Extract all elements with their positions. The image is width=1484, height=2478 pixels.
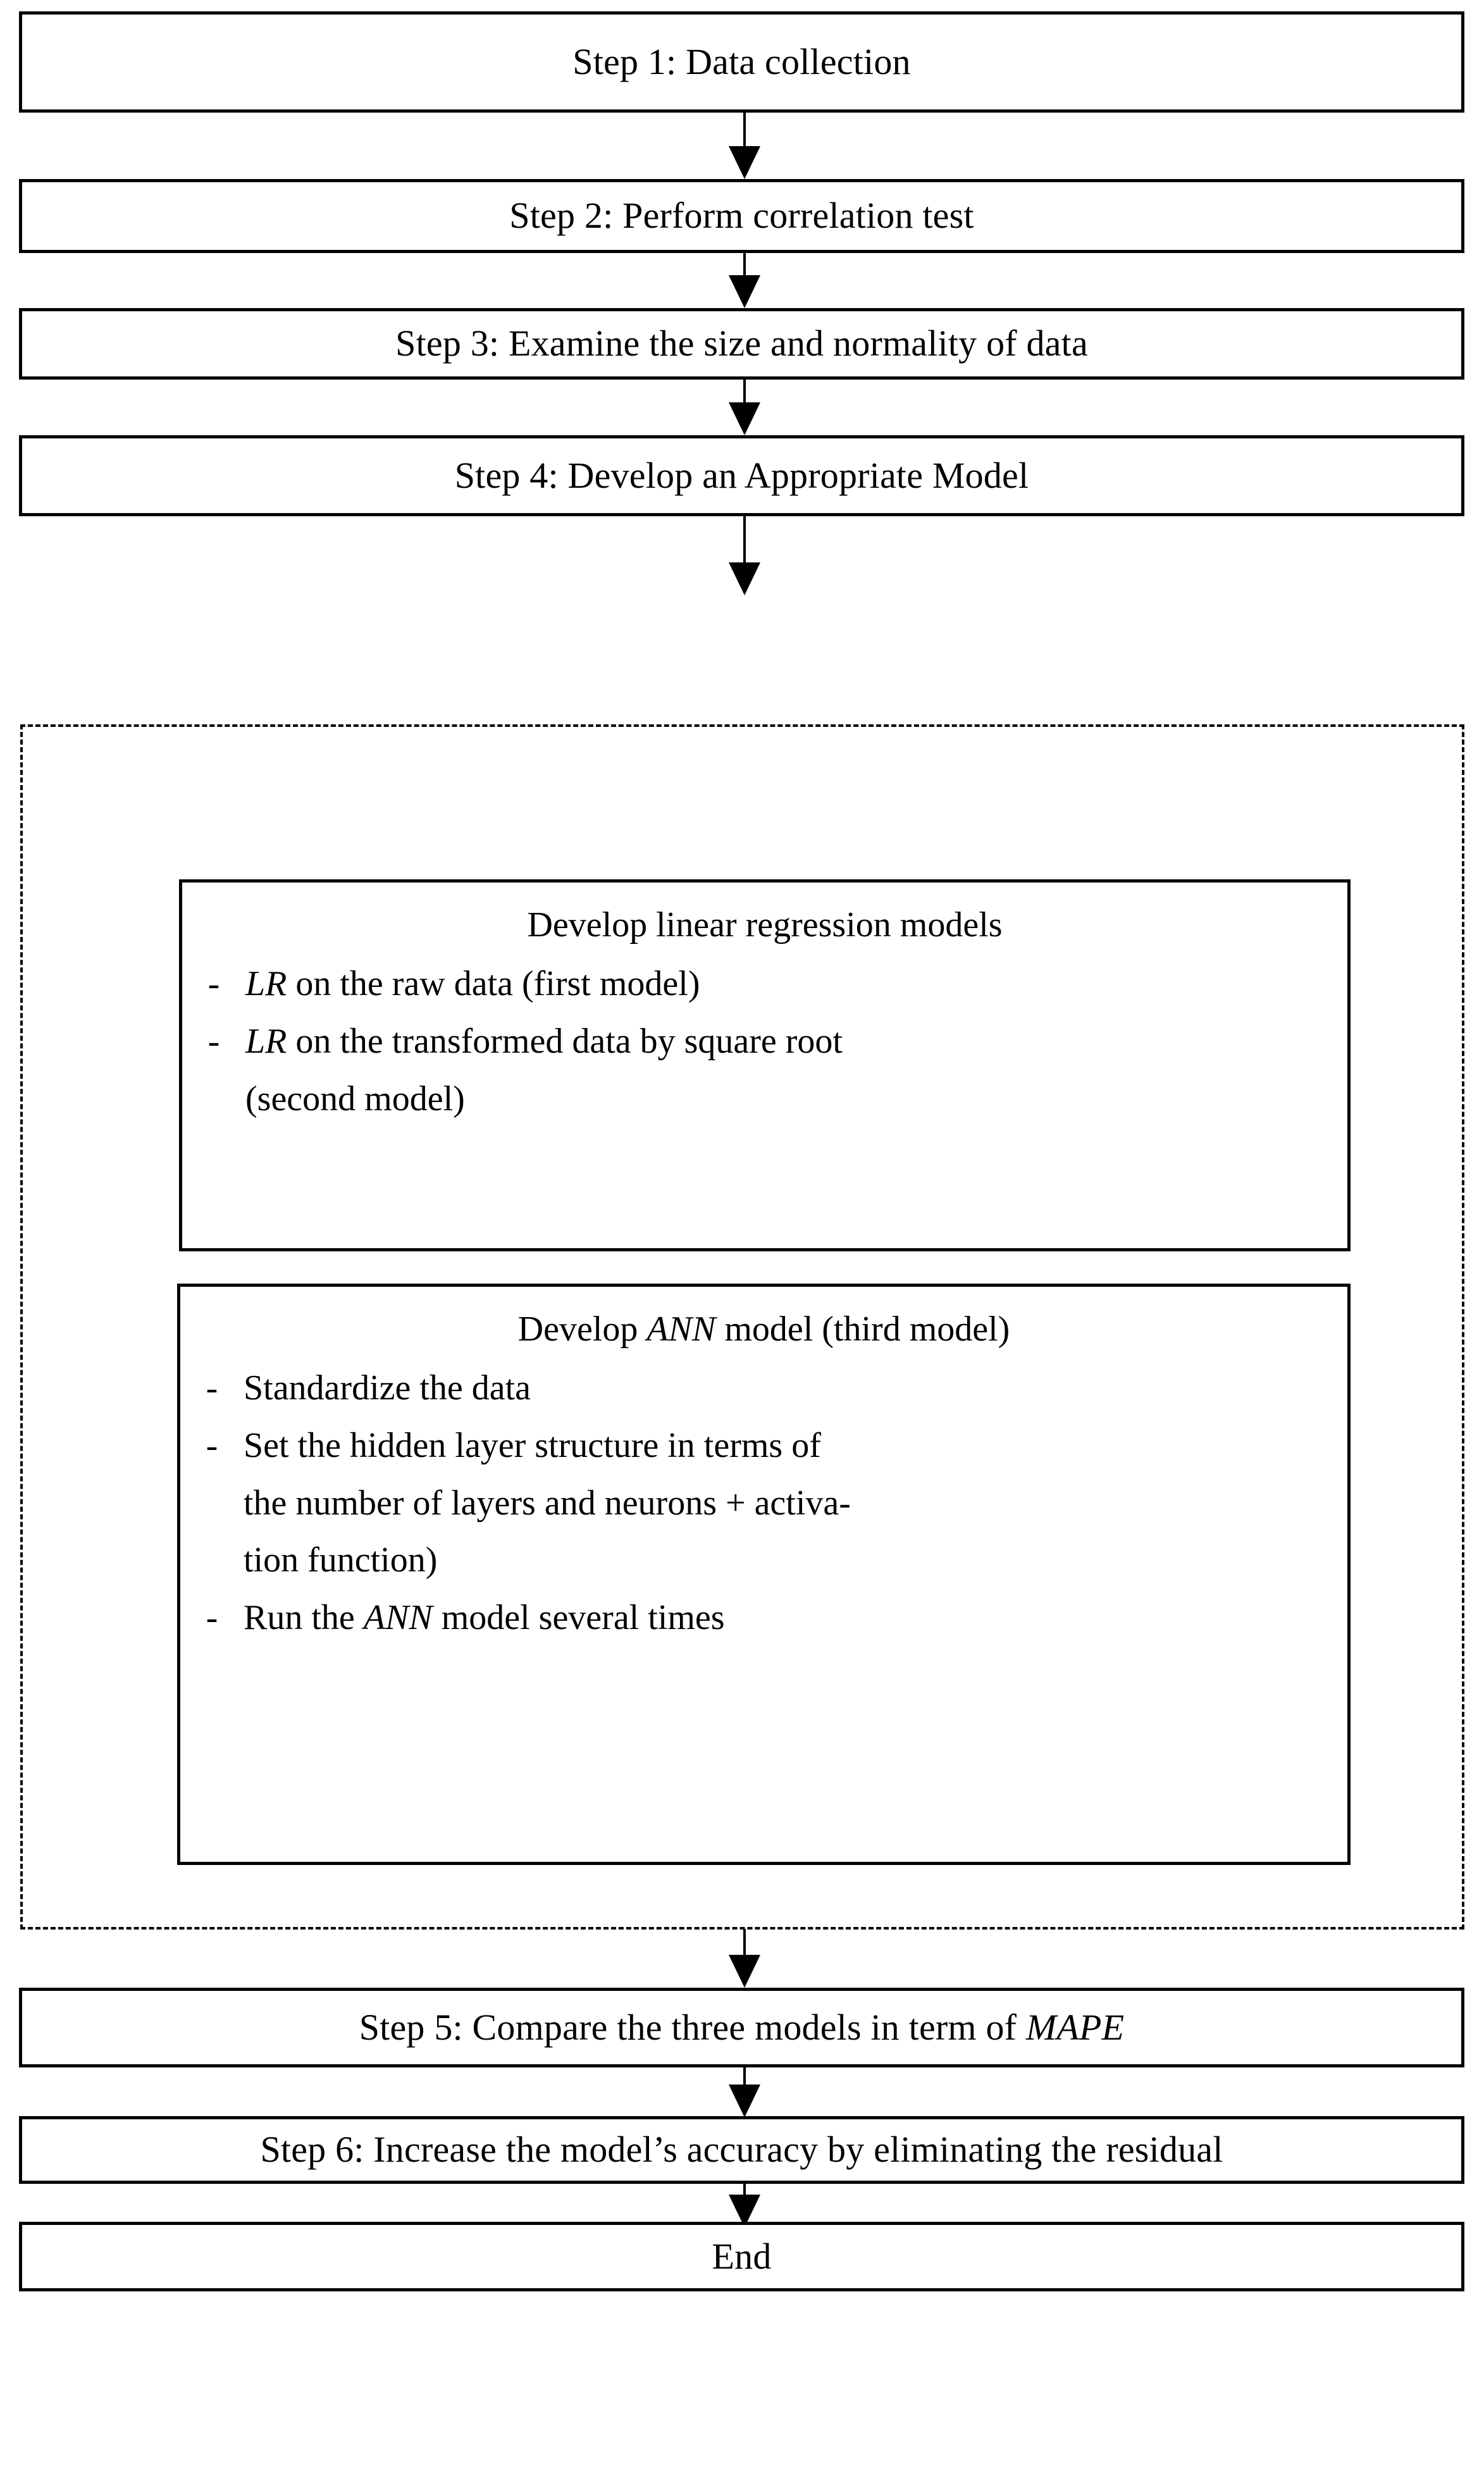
linear-regression-bullets: - LR on the raw data (first model) - LR … <box>182 955 1347 1127</box>
step-2-box: Step 2: Perform correlation test <box>19 179 1464 253</box>
step-1-label: Step 1: Data collection <box>572 40 911 82</box>
ann-abbrev-run: ANN <box>363 1598 433 1638</box>
bullet-rest-2: on the transformed data by square root <box>287 1021 843 1061</box>
list-item: tion function) <box>180 1532 1347 1589</box>
bullet-text: Standardize the data <box>244 1368 531 1408</box>
linear-regression-box: Develop linear regression models - LR on… <box>179 879 1351 1251</box>
step-4-label: Step 4: Develop an Appropriate Model <box>454 454 1029 496</box>
linear-regression-title: Develop linear regression models <box>527 905 1003 945</box>
bullet-text-continuation: tion function) <box>244 1540 438 1580</box>
bullet-text: LR on the raw data (first model) <box>245 955 1347 1013</box>
bullet-marker: - <box>207 1021 220 1061</box>
bullet-text: LR on the transformed data by square roo… <box>245 1013 1347 1070</box>
step-2-label: Step 2: Perform correlation test <box>509 195 974 237</box>
ann-title-pre: Develop <box>517 1310 647 1349</box>
step-6-box: Step 6: Increase the model’s accuracy by… <box>19 2116 1464 2184</box>
step-5-text-pre: Step 5: Compare the three models in term… <box>359 2006 1026 2048</box>
ann-model-bullets: - Standardize the data - Set the hidden … <box>180 1360 1347 1647</box>
step-1-box: Step 1: Data collection <box>19 11 1464 113</box>
end-label: End <box>712 2235 772 2277</box>
list-item: - Set the hidden layer structure in term… <box>180 1417 1347 1475</box>
lr-abbrev-2: LR <box>245 1021 287 1061</box>
ann-model-title: Develop ANN model (third model) <box>180 1308 1347 1351</box>
bullet-text: Set the hidden layer structure in terms … <box>244 1425 821 1465</box>
mape-abbrev: MAPE <box>1025 2006 1125 2048</box>
lr-abbrev-1: LR <box>245 964 287 1004</box>
ann-abbrev-title: ANN <box>646 1310 716 1349</box>
ann-title-post: model (third model) <box>715 1310 1010 1349</box>
bullet-text: Run the ANN model several times <box>244 1589 1347 1647</box>
end-box: End <box>19 2222 1464 2291</box>
list-item: - LR on the raw data (first model) <box>182 955 1347 1013</box>
step-6-label: Step 6: Increase the model’s accuracy by… <box>260 2129 1223 2171</box>
ann-model-box: Develop ANN model (third model) - Standa… <box>177 1284 1351 1865</box>
bullet-marker: - <box>206 1425 218 1465</box>
model-development-group <box>20 724 1464 1930</box>
bullet-text-continuation: (second model) <box>245 1079 465 1118</box>
list-item: - LR on the transformed data by square r… <box>182 1013 1347 1070</box>
bullet-rest-1: on the raw data (first model) <box>287 964 700 1004</box>
run-ann-post: model several times <box>432 1598 725 1638</box>
step-5-label: Step 5: Compare the three models in term… <box>359 2007 1125 2049</box>
list-item: - Standardize the data <box>180 1360 1347 1417</box>
list-item: - Run the ANN model several times <box>180 1589 1347 1647</box>
run-ann-pre: Run the <box>244 1598 364 1638</box>
bullet-marker: - <box>206 1368 218 1408</box>
step-5-box: Step 5: Compare the three models in term… <box>19 1988 1464 2067</box>
list-item: (second model) <box>182 1070 1347 1128</box>
step-3-label: Step 3: Examine the size and normality o… <box>395 323 1088 364</box>
step-3-box: Step 3: Examine the size and normality o… <box>19 308 1464 380</box>
bullet-marker: - <box>206 1598 218 1638</box>
bullet-text-continuation: the number of layers and neurons + activ… <box>244 1483 851 1523</box>
list-item: the number of layers and neurons + activ… <box>180 1475 1347 1532</box>
bullet-marker: - <box>207 964 220 1004</box>
step-4-box: Step 4: Develop an Appropriate Model <box>19 435 1464 516</box>
